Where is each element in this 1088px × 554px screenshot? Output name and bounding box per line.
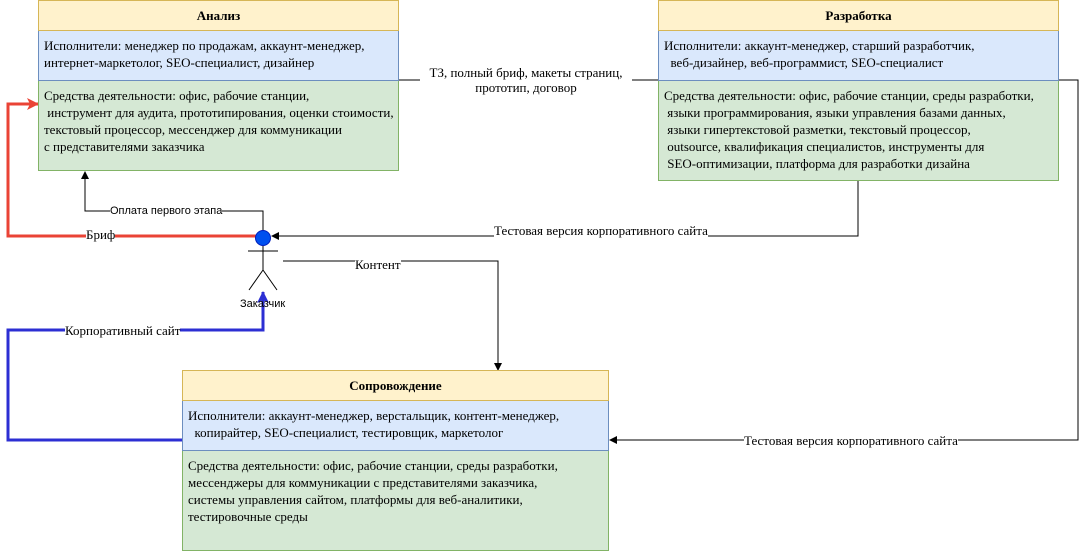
edge-label-tz: ТЗ, полный бриф, макеты страниц, прототи…	[420, 65, 632, 95]
support-header: Сопровождение	[182, 370, 609, 401]
edge-test-to-client	[271, 181, 859, 240]
edge-content	[283, 260, 502, 371]
support-tools: Средства деятельности: офис, рабочие ста…	[182, 451, 609, 551]
analysis-title: Анализ	[196, 7, 241, 23]
support-title: Сопровождение	[349, 377, 442, 393]
edge-brief	[6, 98, 256, 238]
development-header: Разработка	[658, 0, 1059, 31]
development-performers: Исполнители: аккаунт-менеджер, старший р…	[658, 31, 1059, 81]
edge-label-test-to-support: Тестовая версия корпоративного сайта	[744, 433, 958, 448]
edge-label-corporate-site: Корпоративный сайт	[65, 323, 181, 338]
edge-payment	[81, 171, 264, 232]
analysis-header: Анализ	[38, 0, 399, 31]
development-title: Разработка	[825, 7, 892, 23]
development-tools: Средства деятельности: офис, рабочие ста…	[658, 81, 1059, 181]
support-performers: Исполнители: аккаунт-менеджер, верстальщ…	[182, 401, 609, 451]
edge-label-payment: Оплата первого этапа	[110, 205, 223, 218]
actor-figure	[248, 230, 278, 291]
analysis-tools: Средства деятельности: офис, рабочие ста…	[38, 81, 399, 171]
edge-label-content: Контент	[355, 257, 401, 272]
actor-label: Заказчик	[240, 298, 286, 310]
edge-label-brief: Бриф	[86, 227, 116, 242]
analysis-performers: Исполнители: менеджер по продажам, аккау…	[38, 31, 399, 81]
edge-corporate-site	[6, 291, 269, 442]
edge-label-test-to-client: Тестовая версия корпоративного сайта	[494, 223, 708, 238]
